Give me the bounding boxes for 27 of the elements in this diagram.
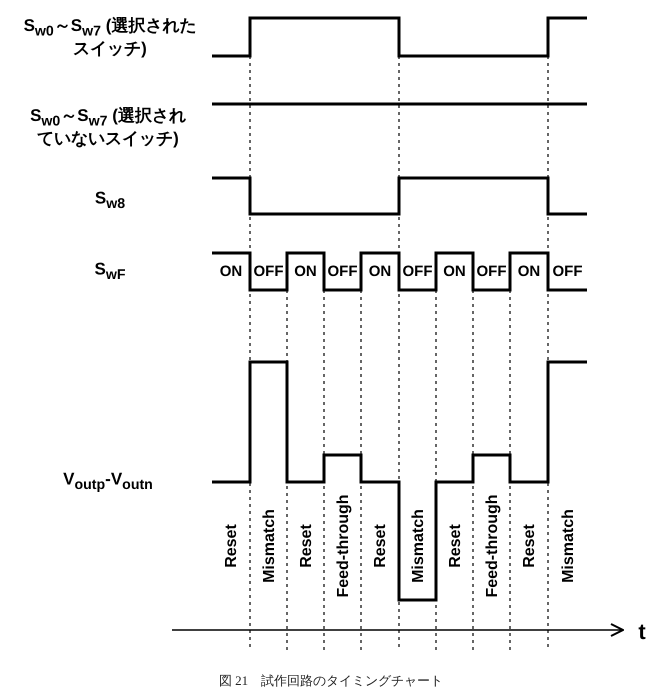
phase-label: Feed-through	[334, 494, 352, 598]
phase-label: Reset	[372, 524, 390, 568]
signal-name: S$_{w0}$～S$_{w7}$ (選択されていないスイッチ)	[29, 107, 187, 149]
signal-name: S$_{w0}$～S$_{w7}$ (選択されたスイッチ)	[22, 17, 198, 59]
phase-label: Feed-through	[484, 494, 502, 598]
signal-name: S$_{wF}$	[94, 260, 126, 284]
signal-name: V$_{outp}$-V$_{outn}$	[63, 470, 153, 494]
state-label: OFF	[552, 264, 582, 280]
state-label: ON	[220, 264, 242, 280]
state-label: OFF	[402, 264, 432, 280]
phase-label: Reset	[298, 524, 316, 568]
phase-label: Reset	[446, 524, 464, 568]
axis-label: t	[638, 620, 646, 644]
phase-label: Reset	[521, 524, 539, 568]
state-label: OFF	[254, 264, 284, 280]
phase-label: Reset	[223, 524, 241, 568]
phase-label: Mismatch	[560, 509, 578, 583]
phase-label: Mismatch	[410, 509, 428, 583]
caption: 図 21 試作回路のタイミングチャート	[218, 672, 444, 690]
state-label: ON	[294, 264, 317, 280]
state-label: ON	[443, 264, 466, 280]
state-label: OFF	[476, 264, 506, 280]
state-label: ON	[518, 264, 540, 280]
state-label: ON	[368, 264, 392, 280]
phase-label: Mismatch	[260, 509, 278, 583]
state-label: OFF	[328, 264, 358, 280]
signal-name: S$_{w8}$	[94, 190, 126, 212]
